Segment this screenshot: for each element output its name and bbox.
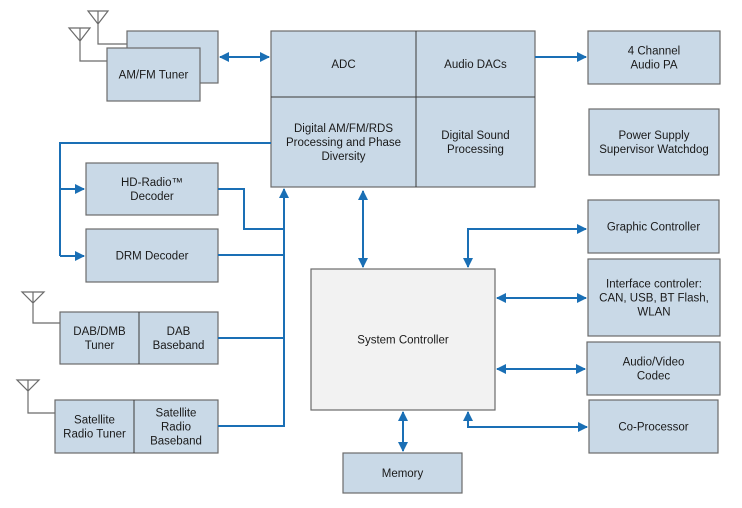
system-controller-label: System Controller xyxy=(357,335,449,347)
interface-controller-block: Interface controler: CAN, USB, BT Flash, W… xyxy=(587,258,721,337)
coprocessor-block: Co-Processor xyxy=(588,399,719,454)
antenna-icon xyxy=(20,291,60,324)
label-line: CAN, USB, BT Flash, xyxy=(599,293,709,305)
hd-radio-label: HD-Radio™ Decoder xyxy=(121,177,183,203)
label-line: DRM Decoder xyxy=(116,251,189,263)
label-line: Codec xyxy=(637,371,670,383)
label-line: Satellite xyxy=(156,408,197,420)
label-line: DAB/DMB xyxy=(73,326,126,338)
label-line: System Controller xyxy=(357,335,449,347)
label-line: Audio DACs xyxy=(444,59,507,71)
connector-coprocessor xyxy=(463,411,588,432)
label-line: Processing and Phase xyxy=(286,137,401,149)
antenna-icon xyxy=(15,379,55,414)
label-line: Power Supply xyxy=(619,130,690,142)
amfm-tuner-block: AM/FM Tuner xyxy=(106,47,201,102)
system-controller-block: System Controller xyxy=(310,268,496,411)
memory-label: Memory xyxy=(382,468,424,480)
main-processor-block: ADC Audio DACs Digital AM/FM/RDS Processi… xyxy=(270,30,536,188)
label-line: Digital AM/FM/RDS xyxy=(294,123,393,135)
label-line: Audio PA xyxy=(630,60,677,72)
label-line: Processing xyxy=(447,144,504,156)
audio-dacs-label: Audio DACs xyxy=(444,59,507,71)
interface-controller-label: Interface controler: CAN, USB, BT Flash, W… xyxy=(599,279,709,319)
graphic-controller-block: Graphic Controller xyxy=(587,199,720,254)
label-line: Diversity xyxy=(321,151,365,163)
label-line: Baseband xyxy=(150,436,202,448)
connector-sat-bus xyxy=(218,188,289,427)
label-line: AM/FM Tuner xyxy=(119,70,189,82)
amfm-tuner-label: AM/FM Tuner xyxy=(119,70,189,82)
dab-tuner-label: DAB/DMB Tuner xyxy=(73,326,126,352)
label-line: Satellite xyxy=(74,415,115,427)
antenna-icon xyxy=(86,10,127,45)
drm-decoder-block: DRM Decoder xyxy=(85,228,219,283)
connector-graphic xyxy=(463,224,587,268)
label-line: ADC xyxy=(331,59,355,71)
label-line: WLAN xyxy=(637,307,670,319)
label-line: Decoder xyxy=(130,191,174,203)
drm-decoder-label: DRM Decoder xyxy=(116,251,189,263)
label-line: Digital Sound xyxy=(441,130,509,142)
label-line: Memory xyxy=(382,468,424,480)
label-line: Baseband xyxy=(153,340,205,352)
hd-radio-block: HD-Radio™ Decoder xyxy=(85,162,219,216)
label-line: Radio Tuner xyxy=(63,429,126,441)
memory-block: Memory xyxy=(342,452,463,494)
label-line: Radio xyxy=(161,422,191,434)
antenna-icon xyxy=(67,27,107,62)
coprocessor-label: Co-Processor xyxy=(618,422,688,434)
label-line: Interface controler: xyxy=(606,279,702,291)
connector-hd-bus xyxy=(218,188,284,230)
label-line: HD-Radio™ xyxy=(121,177,183,189)
adc-label: ADC xyxy=(331,59,355,71)
label-line: Supervisor Watchdog xyxy=(599,144,709,156)
dab-baseband-label: DAB Baseband xyxy=(153,326,205,352)
label-line: Co-Processor xyxy=(618,422,688,434)
label-line: Tuner xyxy=(85,340,115,352)
connector-loop-left xyxy=(59,142,271,256)
graphic-controller-label: Graphic Controller xyxy=(607,222,700,234)
label-line: Audio/Video xyxy=(623,357,685,369)
label-line: 4 Channel xyxy=(628,46,680,58)
label-line: Graphic Controller xyxy=(607,222,700,234)
dab-block: DAB/DMB Tuner DAB Baseband xyxy=(59,311,219,365)
label-line: DAB xyxy=(167,326,191,338)
